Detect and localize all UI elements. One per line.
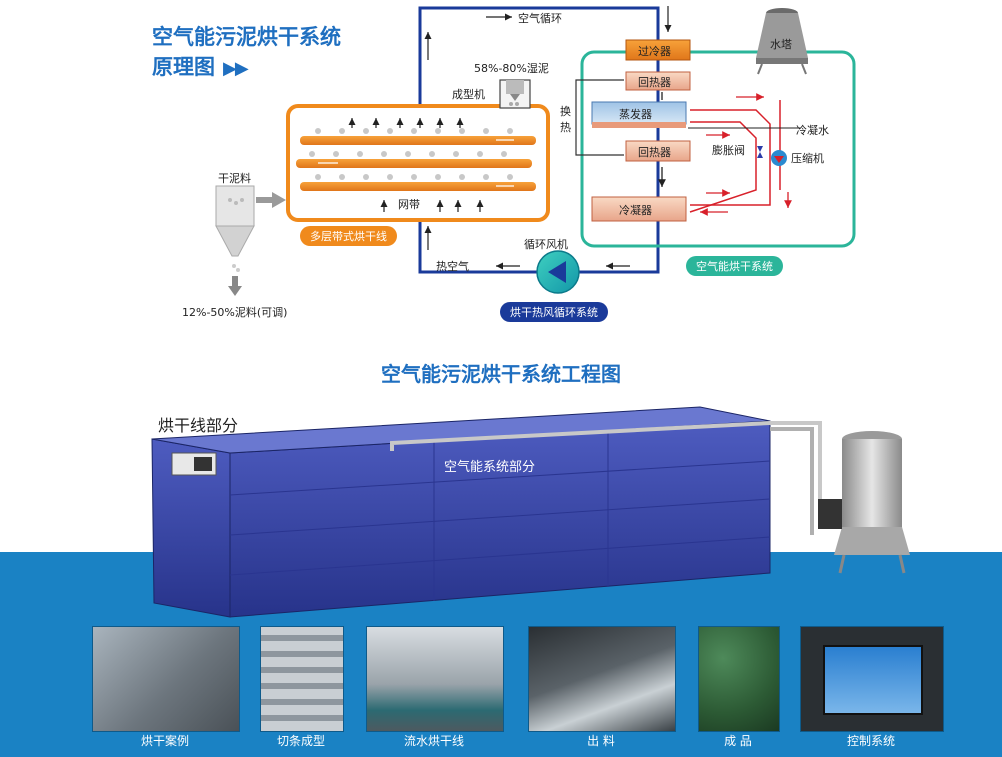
water-tower-icon xyxy=(756,8,808,75)
subcooler xyxy=(625,39,691,61)
compressor-label: 压缩机 xyxy=(791,152,824,165)
caption-drying-line: 流水烘干线 xyxy=(403,734,464,748)
reheater-bottom xyxy=(625,140,691,162)
photo-discharge xyxy=(528,626,676,732)
air-energy-system-tag: 空气能烘干系统 xyxy=(686,256,783,276)
caption-control-system: 控制系统 xyxy=(846,734,895,748)
caption-drying-case: 烘干案例 xyxy=(140,734,189,748)
dry-sludge-range-label: 12%-50%泥料(可调) xyxy=(182,306,288,319)
dryer-belts xyxy=(296,136,536,191)
hot-air-system-tag: 烘干热风循环系统 xyxy=(500,302,608,322)
principle-diagram xyxy=(215,6,856,296)
condenser-label: 冷凝器 xyxy=(619,204,652,217)
water-tower-label: 水塔 xyxy=(770,38,792,51)
photo-control-system xyxy=(800,626,944,732)
air-energy-box xyxy=(580,50,856,248)
circulation-fan-label: 循环风机 xyxy=(524,238,568,251)
expansion-valve-label: 膨胀阀 xyxy=(712,144,745,157)
drying-line-part-label: 烘干线部分 xyxy=(158,416,239,435)
photo-strip-forming xyxy=(260,626,344,732)
multi-layer-line-tag: 多层带式烘干线 xyxy=(300,226,397,246)
caption-strip-forming: 切条成型 xyxy=(276,734,325,748)
engineering-title: 空气能污泥烘干系统工程图 xyxy=(381,362,621,386)
title-line-1: 空气能污泥烘干系统 xyxy=(152,25,341,49)
wet-sludge-label: 58%-80%湿泥 xyxy=(474,62,549,75)
sludge-granules xyxy=(309,128,513,180)
reheater-bottom-label: 回热器 xyxy=(638,146,671,159)
forming-machine-label: 成型机 xyxy=(452,88,485,101)
photo-product xyxy=(698,626,780,732)
dry-sludge-label: 干泥料 xyxy=(218,172,251,185)
reheater-top xyxy=(625,71,691,91)
heat-exchange-label: 换热 xyxy=(560,105,571,134)
air-circulation-label: 空气循环 xyxy=(518,12,562,25)
photo-drying-case xyxy=(92,626,240,732)
engineering-drawing xyxy=(151,406,910,618)
rising-air-arrows xyxy=(348,118,484,212)
expansion-valve-icon xyxy=(757,146,763,152)
subcooler-label: 过冷器 xyxy=(638,45,671,58)
photo-drying-line xyxy=(366,626,504,732)
control-screen xyxy=(823,645,923,715)
forming-machine xyxy=(499,79,531,109)
double-arrow-icon: ▶▶ xyxy=(223,58,249,79)
cooling-water-label: 冷凝水 xyxy=(796,124,829,137)
diagram-title: 空气能污泥烘干系统 原理图 ▶▶ xyxy=(152,22,341,84)
discharge-arrow xyxy=(256,192,286,208)
reheater-top-label: 回热器 xyxy=(638,76,671,89)
title-line-2: 原理图 xyxy=(152,55,215,79)
condenser xyxy=(591,196,687,222)
hot-air-label: 热空气 xyxy=(436,260,469,273)
caption-discharge: 出 料 xyxy=(587,734,615,748)
air-energy-part-label: 空气能系统部分 xyxy=(444,460,536,475)
caption-product: 成 品 xyxy=(724,734,752,748)
dry-sludge-silo xyxy=(215,185,255,296)
evaporator-label: 蒸发器 xyxy=(619,108,652,121)
mesh-belt-label: 网带 xyxy=(398,198,420,211)
refrigerant-loop xyxy=(689,100,781,213)
